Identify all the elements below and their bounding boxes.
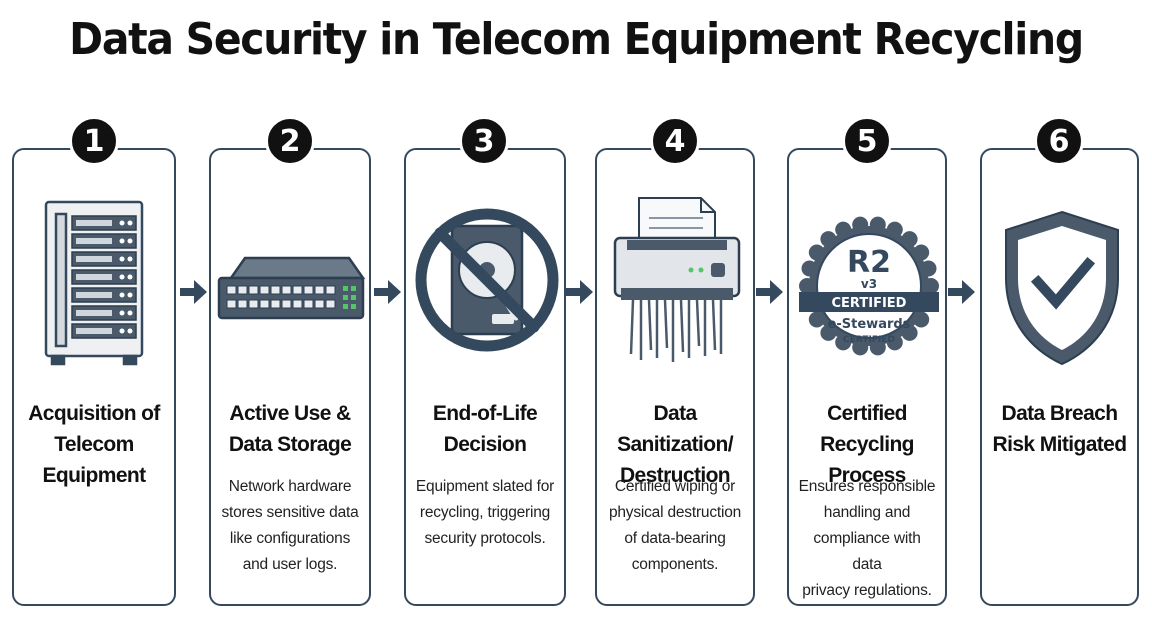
arrow-right-icon	[566, 280, 593, 304]
step-card-2: Active Use &Data Storage Network hardwar…	[209, 148, 371, 606]
step-badge-3: 3	[459, 116, 509, 166]
step-badge-2: 2	[265, 116, 315, 166]
step-badge-1: 1	[69, 116, 119, 166]
step-badge-4: 4	[650, 116, 700, 166]
step-badge-6: 6	[1034, 116, 1084, 166]
seal-main-text: R2	[847, 245, 891, 280]
seal-line3-text: CERTIFIED	[843, 335, 895, 345]
page-title: Data Security in Telecom Equipment Recyc…	[69, 14, 1084, 65]
seal-line2-text: e-Stewards	[828, 317, 911, 332]
certification-seal-icon: R2 v3 CERTIFIED e-Stewards CERTIFIED	[789, 186, 945, 386]
seal-banner-text: CERTIFIED	[832, 296, 907, 311]
network-switch-icon	[211, 186, 369, 386]
step-title-2: Active Use &Data Storage	[228, 402, 352, 456]
arrow-right-icon	[374, 280, 401, 304]
arrow-right-icon	[180, 280, 207, 304]
step-title-4: Data Sanitization/Destruction	[617, 402, 733, 487]
arrow-right-icon	[948, 280, 975, 304]
step-card-5: R2 v3 CERTIFIED e-Stewards CERTIFIED Cer…	[787, 148, 947, 606]
step-badge-5: 5	[842, 116, 892, 166]
arrow-right-icon	[756, 280, 783, 304]
prohibited-hard-drive-icon	[406, 186, 564, 386]
paper-shredder-icon	[597, 186, 753, 386]
seal-version-text: v3	[861, 277, 877, 291]
step-card-4: Data Sanitization/Destruction Certified …	[595, 148, 755, 606]
shield-check-icon	[982, 186, 1137, 386]
server-rack-icon	[14, 186, 174, 386]
